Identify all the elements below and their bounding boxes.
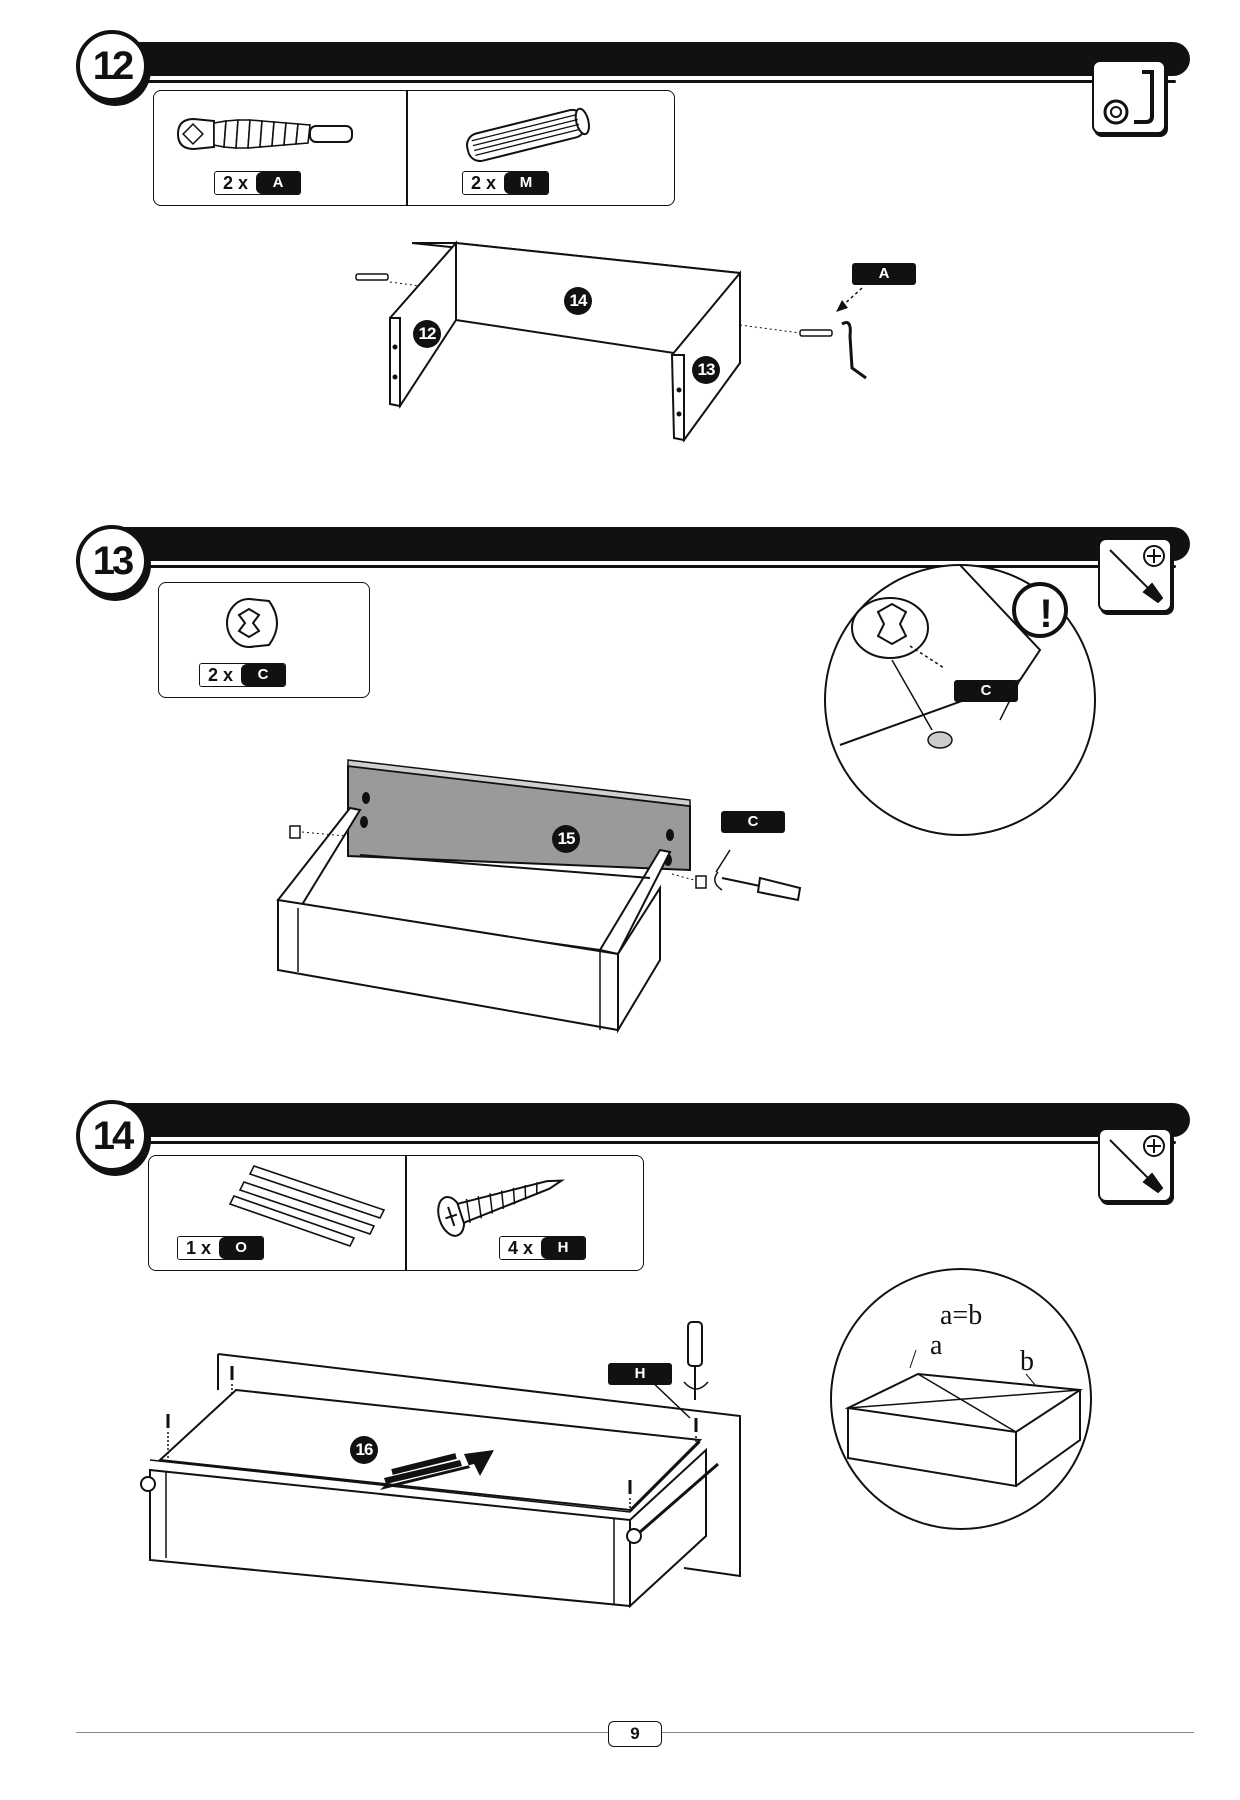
parts-divider bbox=[406, 91, 408, 205]
part-code: C bbox=[241, 664, 286, 686]
callout-part-c: C bbox=[721, 811, 785, 833]
screw-icon bbox=[437, 1179, 565, 1237]
screwdriver-icon bbox=[1109, 545, 1165, 604]
callout-part-c-detail: C bbox=[954, 680, 1018, 702]
part-qty: 2 x bbox=[200, 664, 242, 686]
warning-icon: ! bbox=[1039, 592, 1053, 636]
parts-cell-bolt: 2 x A bbox=[154, 91, 406, 205]
panel-label-12: 12 bbox=[413, 320, 441, 348]
part-code: H bbox=[541, 1237, 586, 1259]
step-14-diagonal-check-circle bbox=[830, 1268, 1092, 1530]
step-12-number: 12 bbox=[76, 30, 148, 102]
parts-cell-screw: 4 x H bbox=[407, 1156, 643, 1270]
part-code: A bbox=[256, 172, 301, 194]
detail-equation: a=b bbox=[940, 1300, 983, 1331]
step-12-parts-box: 2 x A 2 x M bbox=[153, 90, 675, 206]
panel-label-16: 16 bbox=[350, 1436, 378, 1464]
parts-divider bbox=[405, 1156, 407, 1270]
callout-part-h: H bbox=[608, 1363, 672, 1385]
panel-label-14: 14 bbox=[564, 287, 592, 315]
step-13-parts-box: 2 x C bbox=[158, 582, 370, 698]
screwdriver-icon bbox=[1109, 1135, 1165, 1194]
step-13-drawer-back-illustration bbox=[276, 759, 802, 1034]
detail-label-b: b bbox=[1020, 1346, 1034, 1377]
cam-bolt-icon bbox=[176, 117, 353, 151]
page-number: 9 bbox=[608, 1721, 662, 1747]
part-code: M bbox=[504, 172, 549, 194]
wooden-dowel-icon bbox=[466, 107, 590, 163]
step-12-drawer-frame-illustration bbox=[355, 240, 867, 443]
step-13-number: 13 bbox=[76, 525, 148, 597]
detail-label-a: a bbox=[930, 1330, 943, 1361]
cam-lock-icon bbox=[226, 598, 278, 648]
parts-cell-runners: 1 x O bbox=[149, 1156, 405, 1270]
step-12-header-bar bbox=[110, 42, 1190, 83]
parts-cell-dowel: 2 x M bbox=[408, 91, 674, 205]
parts-cell-cam: 2 x C bbox=[159, 583, 369, 697]
part-label-m: 2 x M bbox=[462, 171, 550, 195]
step-14-header-bar bbox=[110, 1103, 1190, 1144]
callout-part-a: A bbox=[852, 263, 916, 285]
part-label-c: 2 x C bbox=[199, 663, 287, 687]
panel-label-15: 15 bbox=[552, 825, 580, 853]
part-label-o: 1 x O bbox=[177, 1236, 265, 1260]
part-label-a: 2 x A bbox=[214, 171, 302, 195]
step-14-parts-box: 1 x O 4 x H bbox=[148, 1155, 644, 1271]
part-code: O bbox=[219, 1237, 264, 1259]
part-label-h: 4 x H bbox=[499, 1236, 587, 1260]
step-13-header-bar bbox=[110, 527, 1190, 568]
panel-label-13: 13 bbox=[692, 356, 720, 384]
step-12-tool-box bbox=[1092, 60, 1166, 134]
part-qty: 2 x bbox=[463, 172, 505, 194]
part-qty: 2 x bbox=[215, 172, 257, 194]
allen-key-icon bbox=[1103, 70, 1154, 125]
step-14-tool-box bbox=[1098, 1128, 1172, 1202]
part-qty: 4 x bbox=[500, 1237, 542, 1259]
part-qty: 1 x bbox=[178, 1237, 220, 1259]
footer-rule-left bbox=[76, 1732, 608, 1733]
step-13-tool-box bbox=[1098, 538, 1172, 612]
step-14-number: 14 bbox=[76, 1100, 148, 1172]
step-14-drawer-bottom-illustration bbox=[140, 1321, 741, 1609]
drawer-runners-icon bbox=[228, 1165, 386, 1247]
footer-rule-right bbox=[660, 1732, 1194, 1733]
